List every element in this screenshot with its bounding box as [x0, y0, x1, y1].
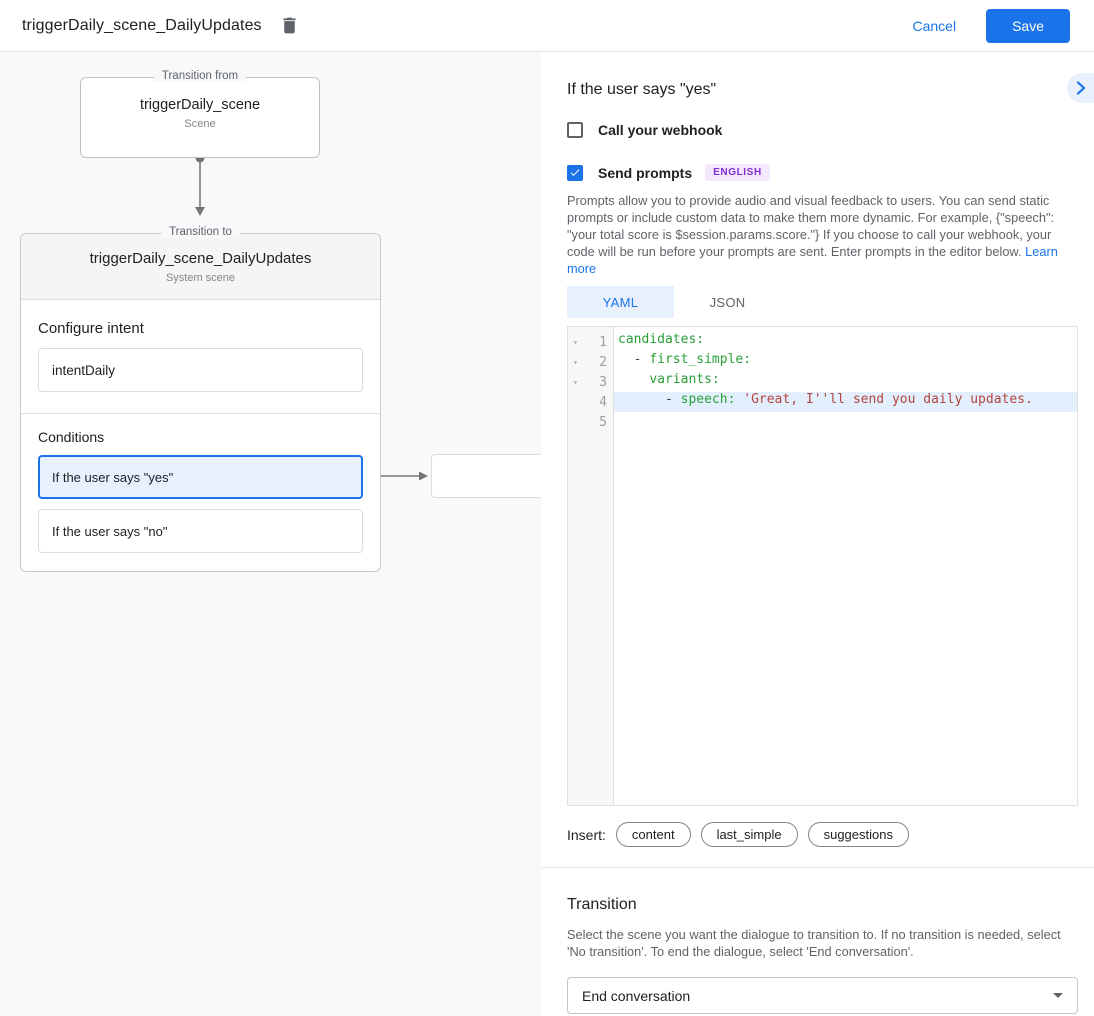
- next-scene-box[interactable]: [431, 454, 541, 498]
- from-scene-type: Scene: [184, 118, 216, 130]
- transition-to-label: Transition to: [161, 226, 240, 238]
- insert-chip-suggestions[interactable]: suggestions: [807, 822, 909, 847]
- main-area: Transition from triggerDaily_scene Scene…: [0, 52, 1094, 1016]
- to-scene-type: System scene: [165, 272, 236, 284]
- send-prompts-label: Send prompts: [598, 164, 693, 181]
- insert-chip-last-simple[interactable]: last_simple: [700, 822, 798, 847]
- to-card-header: triggerDaily_scene_DailyUpdates System s…: [21, 234, 380, 300]
- prompts-description-text: Prompts allow you to provide audio and v…: [567, 193, 1055, 259]
- line-number: 5: [599, 414, 607, 430]
- editor-tabs: YAML JSON: [567, 286, 1078, 318]
- insert-chip-content[interactable]: content: [615, 822, 691, 847]
- webhook-row: Call your webhook: [567, 122, 1078, 138]
- section-divider: [541, 867, 1094, 868]
- to-card-body: Configure intent intentDaily Conditions …: [21, 320, 380, 571]
- transition-select-value: End conversation: [582, 987, 691, 1004]
- line-number: 1: [599, 334, 607, 350]
- line-number: 2: [599, 354, 607, 370]
- insert-label: Insert:: [567, 826, 606, 843]
- fold-caret-down-icon[interactable]: ▾: [573, 337, 578, 347]
- transition-arrow-down: [195, 153, 205, 216]
- code-editor[interactable]: ▾ 1 ▾ 2 ▾ 3 4 5 candidates: - first_simple: var…: [567, 326, 1078, 806]
- conditions-heading: Conditions: [38, 429, 105, 445]
- transition-heading: Transition: [567, 896, 637, 913]
- insert-row: Insert: content last_simple suggestions: [567, 822, 1078, 847]
- line-number: 3: [599, 374, 607, 390]
- cancel-button[interactable]: Cancel: [912, 17, 957, 34]
- webhook-label: Call your webhook: [598, 122, 723, 138]
- code-line[interactable]: candidates:: [618, 332, 705, 347]
- page-title: triggerDaily_scene_DailyUpdates: [22, 16, 262, 34]
- to-scene-name: triggerDaily_scene_DailyUpdates: [89, 250, 312, 267]
- editor-gutter: ▾ 1 ▾ 2 ▾ 3 4 5: [568, 327, 614, 805]
- transition-to-card: Transition to triggerDaily_scene_DailyUp…: [20, 226, 381, 572]
- prompts-description: Prompts allow you to provide audio and v…: [567, 192, 1078, 277]
- language-badge: ENGLISH: [705, 164, 770, 181]
- from-scene-name: triggerDaily_scene: [139, 97, 261, 113]
- tab-yaml[interactable]: YAML: [567, 286, 674, 318]
- transition-from-label: Transition from: [153, 70, 247, 82]
- intent-input[interactable]: intentDaily: [38, 348, 363, 392]
- send-prompts-checkbox[interactable]: [567, 164, 583, 181]
- code-line[interactable]: - speech: 'Great, I''ll send you daily u…: [614, 392, 1077, 412]
- collapse-panel-button[interactable]: [1067, 73, 1094, 103]
- trash-icon: [283, 17, 296, 34]
- save-button[interactable]: Save: [986, 8, 1070, 43]
- tab-json[interactable]: JSON: [709, 294, 746, 310]
- detail-panel: If the user says "yes" Call your webhook…: [541, 52, 1094, 1016]
- configure-intent-heading: Configure intent: [38, 320, 144, 337]
- send-prompts-row: Send prompts ENGLISH: [567, 164, 1078, 181]
- checkmark-icon: [570, 169, 580, 176]
- code-lines[interactable]: candidates: - first_simple: variants: - …: [614, 327, 1077, 805]
- transition-description: Select the scene you want the dialogue t…: [567, 927, 1061, 959]
- chevron-right-icon: [1076, 81, 1085, 95]
- scene-canvas: Transition from triggerDaily_scene Scene…: [0, 52, 541, 1016]
- top-bar: triggerDaily_scene_DailyUpdates Cancel S…: [0, 0, 1094, 52]
- learn-more-link[interactable]: Learn more: [567, 244, 1058, 276]
- caret-down-icon: [1053, 993, 1063, 998]
- handler-title: If the user says "yes": [567, 81, 717, 98]
- transition-select[interactable]: End conversation: [567, 977, 1078, 1014]
- code-line[interactable]: variants:: [649, 372, 720, 387]
- line-number: 4: [599, 394, 607, 410]
- condition-item-no[interactable]: If the user says "no": [38, 509, 363, 553]
- code-line[interactable]: [614, 412, 1077, 432]
- webhook-checkbox[interactable]: [567, 122, 583, 138]
- transition-from-box[interactable]: Transition from triggerDaily_scene Scene: [80, 70, 320, 158]
- delete-scene-button[interactable]: [279, 15, 300, 36]
- code-line[interactable]: - first_simple:: [633, 352, 752, 367]
- fold-caret-down-icon[interactable]: ▾: [573, 377, 578, 387]
- fold-caret-down-icon[interactable]: ▾: [573, 357, 578, 367]
- card-divider: [21, 413, 380, 414]
- condition-item-yes[interactable]: If the user says "yes": [38, 455, 363, 499]
